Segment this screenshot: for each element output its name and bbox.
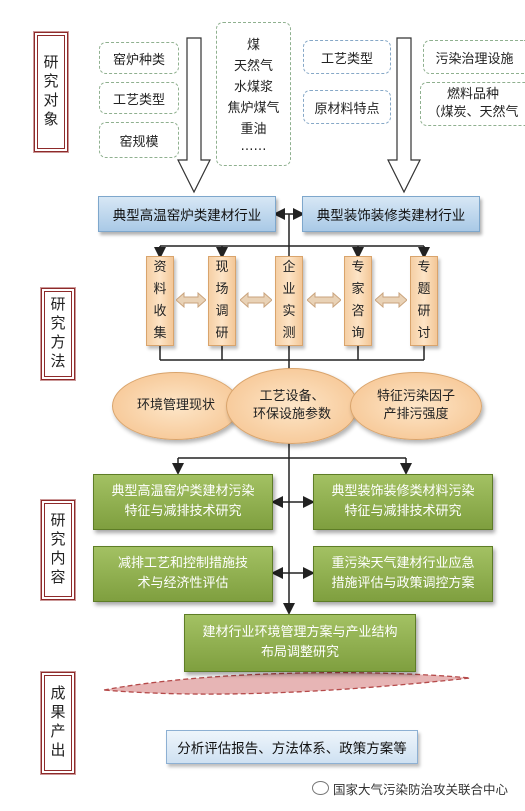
wechat-icon [312,781,329,795]
method-expert-consultation: 专家咨询 [344,256,372,346]
method-topic-seminar: 专题研讨 [410,256,438,346]
side-label-research-content: 研究内容 [40,499,76,601]
footer-text: 国家大气污染防治攻关联合中心 [333,781,509,797]
method-enterprise-measurement: 企业实测 [275,256,303,346]
big-arrow-right [387,37,421,194]
fuel-item: 重油 [240,122,267,137]
fuel-item: 煤 [246,38,260,53]
fuel-item: 水煤浆 [233,80,273,95]
side-label-research-method: 研究方法 [40,287,76,381]
object-pollution-control: 污染治理设施 [423,40,525,74]
side-label-text: 研究内容 [48,512,67,588]
side-label-text: 研究方法 [48,296,67,372]
side-label-outcome: 成果产出 [40,671,76,775]
object-kiln-scale: 窑规模 [99,122,179,158]
content-heavy-pollution-emergency: 重污染天气建材行业应急措施评估与政策调控方案 [313,546,493,602]
fuel-item: …… [240,139,267,154]
content-env-management-plan: 建材行业环境管理方案与产业结构布局调整研究 [184,614,416,672]
ellipse-env-management: 环境管理现状 [112,372,240,440]
object-fuel-list: 煤 天然气 水煤浆 焦炉煤气 重油 …… [216,22,291,166]
footer-watermark: 国家大气污染防治攻关联合中心 [312,778,522,798]
fuel-item: 焦炉煤气 [227,101,280,116]
method-double-arrow [374,291,408,309]
method-double-arrow [239,291,273,309]
side-label-research-object: 研究对象 [33,31,69,153]
object-fuel-variety: 燃料品种 （煤炭、天然气 [420,82,525,126]
method-double-arrow [306,291,342,309]
object-raw-material: 原材料特点 [303,90,391,124]
industry-high-temp-kiln: 典型高温窑炉类建材行业 [98,196,276,232]
content-reduction-evaluation: 减排工艺和控制措施技术与经济性评估 [93,546,273,602]
object-process-type-left: 工艺类型 [99,82,179,114]
output-report: 分析评估报告、方法体系、政策方案等 [166,730,418,764]
big-arrow-left [177,37,211,194]
method-double-arrow [175,291,207,309]
method-data-collection: 资料收集 [146,256,174,346]
content-decoration-pollution-study: 典型装饰装修类材料污染特征与减排技术研究 [313,474,493,530]
fuel-item: 天然气 [233,59,273,74]
object-kiln-type: 窑炉种类 [99,42,179,74]
industry-decoration: 典型装饰装修类建材行业 [302,196,480,232]
ellipse-pollution-factors: 特征污染因子 产排污强度 [350,372,482,440]
side-label-text: 成果产出 [48,685,67,761]
object-process-type-right: 工艺类型 [303,40,391,74]
ellipse-equipment-params: 工艺设备、 环保设施参数 [226,368,358,444]
method-field-survey: 现场调研 [208,256,236,346]
side-label-text: 研究对象 [41,54,60,130]
content-kiln-pollution-study: 典型高温窑炉类建材污染特征与减排技术研究 [93,474,273,530]
swoosh [103,671,471,695]
